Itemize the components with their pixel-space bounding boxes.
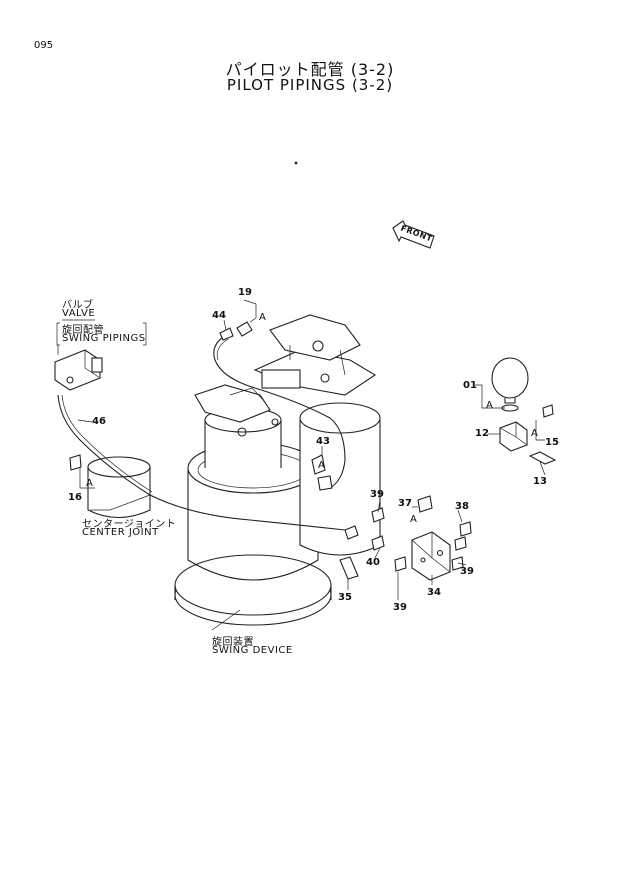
ref-mark-a: A [259, 312, 267, 323]
valve-label-en: VALVE [62, 308, 96, 319]
swing-device-label-jp: 旋回装置 [212, 637, 254, 648]
hose-46 [57, 394, 346, 531]
part-number-46: 46 [92, 416, 106, 427]
part-number-19: 19 [238, 287, 252, 298]
part-number-13: 13 [533, 476, 547, 487]
ref-mark-a: A [86, 478, 94, 489]
ref-mark-a: A [318, 460, 326, 471]
page-number: 095 [34, 40, 54, 51]
ref-mark-a: A [410, 514, 418, 525]
swing-pipings-label-jp: 旋回配管 [62, 325, 104, 336]
page-title-en: PILOT PIPINGS (3-2) [226, 76, 394, 94]
part-number-38: 38 [455, 501, 469, 512]
part-number-39-c: 39 [393, 602, 407, 613]
page-title-jp: パイロット配管 (3-2) [225, 60, 395, 79]
part-number-39-b: 39 [460, 566, 474, 577]
accumulator-drawing [491, 357, 557, 465]
valve-drawing [54, 349, 103, 391]
part-number-12: 12 [475, 428, 489, 439]
center-joint-drawing [87, 456, 151, 518]
ref-mark-a: A [531, 428, 539, 439]
part-number-15: 15 [545, 437, 559, 448]
part-number-16: 16 [68, 492, 82, 503]
part-number-43: 43 [316, 436, 330, 447]
part-number-39-a: 39 [370, 489, 384, 500]
upper-cylinder-drawing [253, 314, 381, 556]
part-number-40: 40 [366, 557, 380, 568]
swing-pipings-label-en: SWING PIPINGS [62, 333, 146, 344]
part-number-44: 44 [212, 310, 226, 321]
center-joint-label-jp: センタージョイント [82, 519, 177, 530]
ref-mark-a: A [486, 400, 494, 411]
valve-label-jp: バルブ [62, 300, 94, 311]
part-number-34: 34 [427, 587, 441, 598]
block-34-drawing [411, 531, 451, 581]
swing-device-label-en: SWING DEVICE [212, 645, 293, 656]
center-joint-label-en: CENTER JOINT [82, 527, 159, 538]
part-number-37: 37 [398, 498, 412, 509]
hose-44 [213, 334, 346, 489]
part-number-35: 35 [338, 592, 352, 603]
part-number-01: 01 [463, 380, 477, 391]
swing-device-drawing [174, 384, 332, 626]
front-arrow [392, 220, 435, 249]
